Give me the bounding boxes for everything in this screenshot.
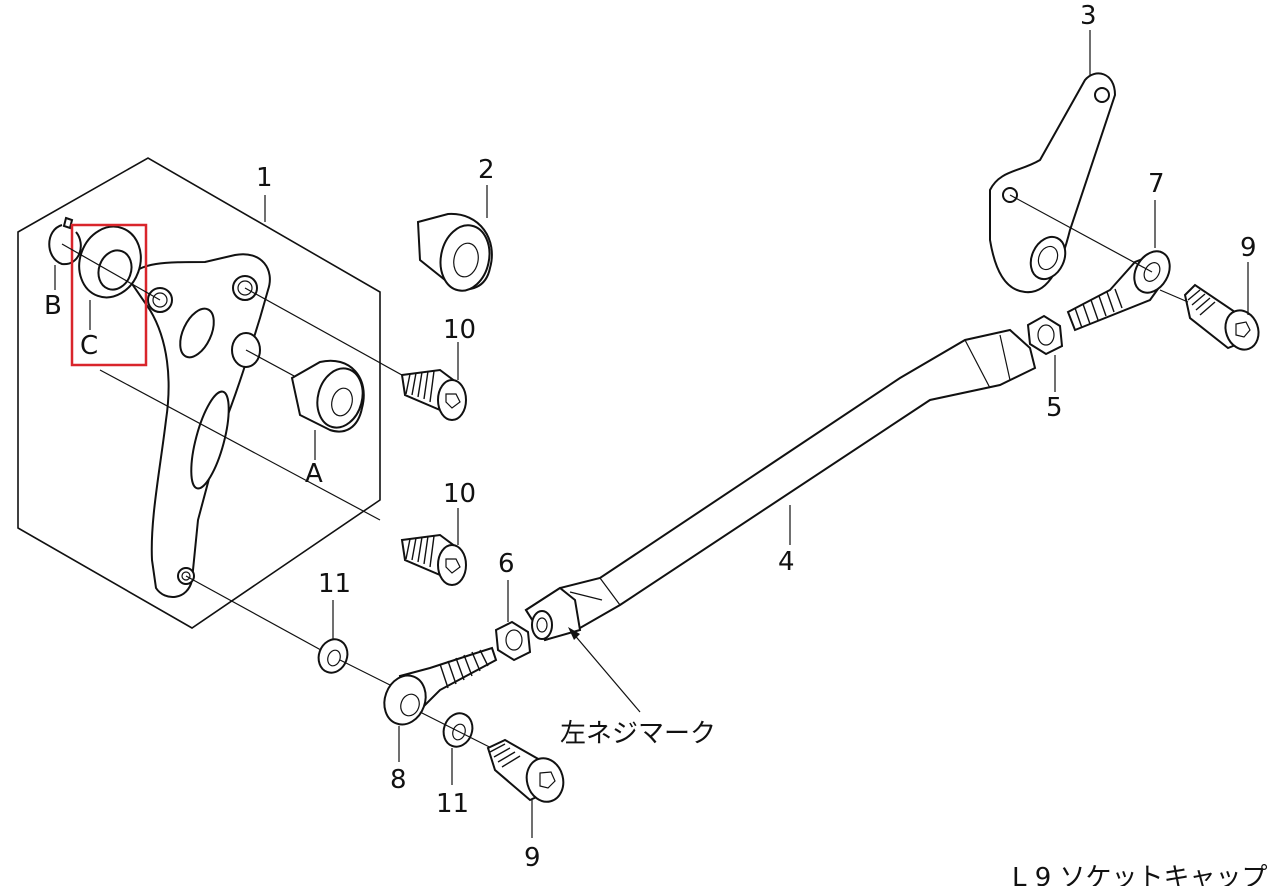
bracket-part-1 (126, 253, 271, 598)
label-a: A (305, 459, 323, 489)
kit-boundary (17, 157, 381, 629)
label-part-9-top: 9 (1240, 233, 1257, 263)
label-part-4: 4 (778, 547, 795, 577)
label-part-11-bottom: 11 (436, 789, 469, 819)
collar-a (290, 359, 365, 433)
label-part-9-bottom: 9 (524, 843, 541, 873)
bolt-part-10-bottom (400, 533, 467, 586)
label-part-8: 8 (390, 765, 407, 795)
socket-bolt-part-9-top (1183, 283, 1260, 351)
washer-part-11-left (317, 638, 349, 674)
bolt-part-10-top (400, 368, 467, 421)
bushing-part-2 (416, 212, 493, 292)
nut-part-6 (494, 620, 532, 662)
shift-rod-part-4 (524, 328, 1037, 642)
label-part-11-left: 11 (318, 569, 351, 599)
label-part-10-bottom: 10 (443, 479, 476, 509)
footer-note: L 9 ソケットキャップ (1012, 863, 1268, 886)
washer-part-11-bottom (442, 712, 474, 748)
rod-end-part-8 (383, 646, 498, 726)
label-part-10-top: 10 (443, 315, 476, 345)
label-part-6: 6 (498, 549, 515, 579)
highlight-box (70, 223, 148, 367)
label-b: B (44, 291, 62, 321)
socket-bolt-part-9-bottom (486, 738, 565, 803)
label-c: C (80, 331, 98, 361)
rod-end-part-7 (1066, 250, 1171, 332)
label-part-2: 2 (478, 155, 495, 185)
label-part-1: 1 (256, 163, 273, 193)
nut-part-5 (1026, 314, 1064, 356)
label-part-5: 5 (1046, 393, 1063, 423)
label-part-7: 7 (1148, 169, 1165, 199)
label-part-3: 3 (1080, 1, 1097, 31)
bracket-part-3 (989, 72, 1117, 294)
left-thread-mark-label: 左ネジマーク (560, 719, 716, 749)
